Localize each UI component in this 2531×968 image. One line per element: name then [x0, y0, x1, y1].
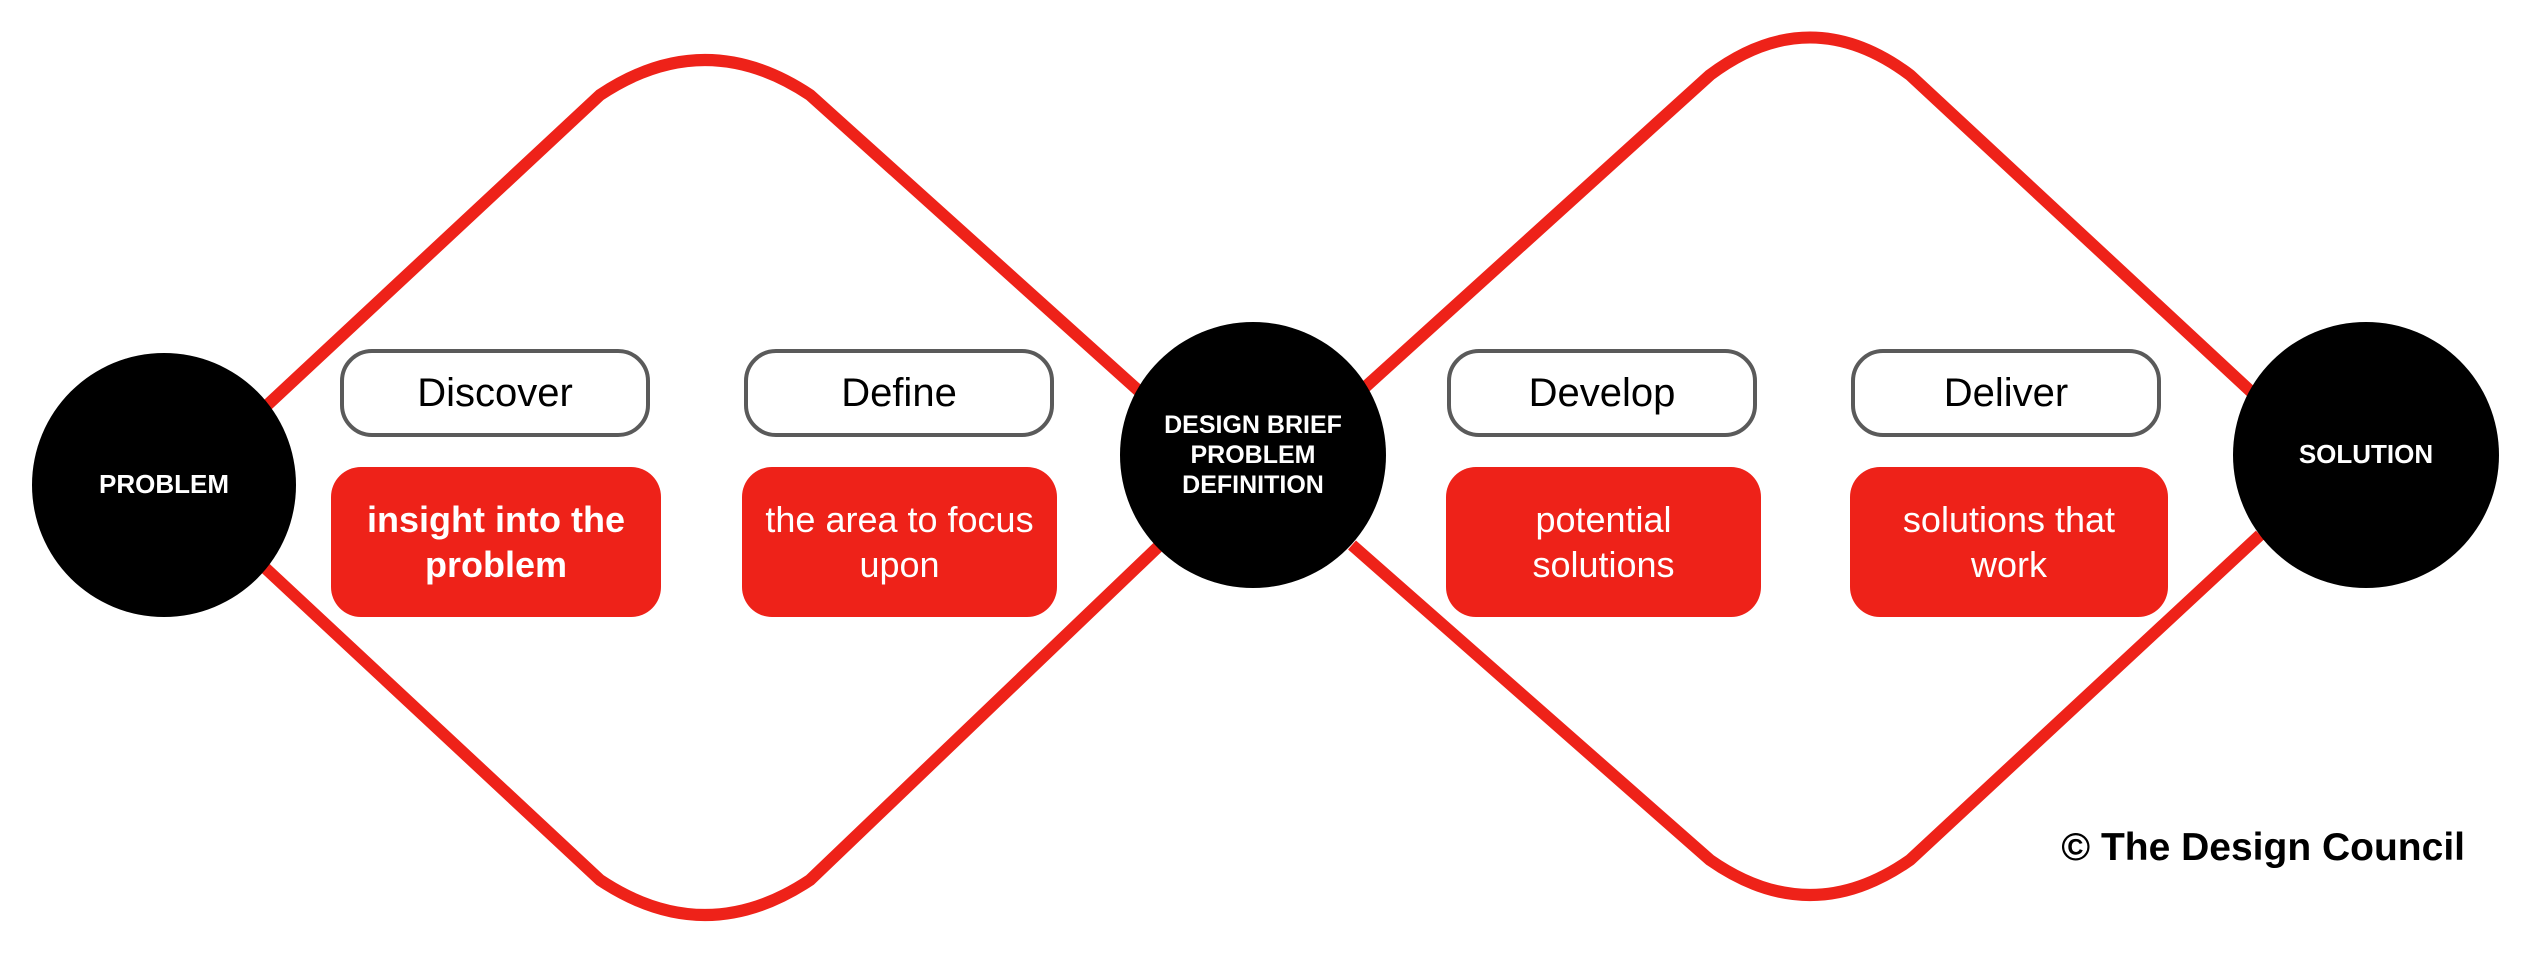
right-diamond-top-edge	[1357, 31, 2265, 405]
problem-node: PROBLEM	[32, 353, 296, 617]
phase-deliver-label: Deliver	[1943, 370, 2069, 415]
phase-discover-description-text: insight into the problem	[367, 499, 625, 585]
design-brief-node: DESIGN BRIEF PROBLEM DEFINITION	[1120, 322, 1386, 588]
design-brief-label: DESIGN BRIEF PROBLEM DEFINITION	[1164, 411, 1342, 499]
phase-develop: Develop	[1447, 349, 1757, 437]
phase-define: Define	[744, 349, 1054, 437]
phase-develop-label: Develop	[1528, 370, 1676, 415]
phase-define-description-text: the area to focus upon	[765, 499, 1034, 585]
problem-label: PROBLEM	[99, 469, 229, 500]
copyright-text: © The Design Council	[2061, 826, 2465, 869]
phase-discover: Discover	[340, 349, 650, 437]
solution-node: SOLUTION	[2233, 322, 2499, 588]
phase-discover-label: Discover	[417, 370, 573, 415]
right-diamond-bottom-edge	[1348, 530, 2265, 901]
phase-deliver: Deliver	[1851, 349, 2161, 437]
phase-develop-description: potential solutions	[1446, 467, 1761, 617]
phase-deliver-description: solutions that work	[1850, 467, 2168, 617]
left-diamond-bottom-edge	[257, 540, 1165, 921]
left-diamond-top-edge	[257, 54, 1165, 415]
phase-develop-description-text: potential solutions	[1532, 499, 1675, 585]
phase-define-description: the area to focus upon	[742, 467, 1057, 617]
phase-discover-description: insight into the problem	[331, 467, 661, 617]
solution-label: SOLUTION	[2298, 439, 2434, 470]
phase-define-label: Define	[841, 370, 957, 415]
phase-deliver-description-text: solutions that work	[1902, 499, 2116, 585]
